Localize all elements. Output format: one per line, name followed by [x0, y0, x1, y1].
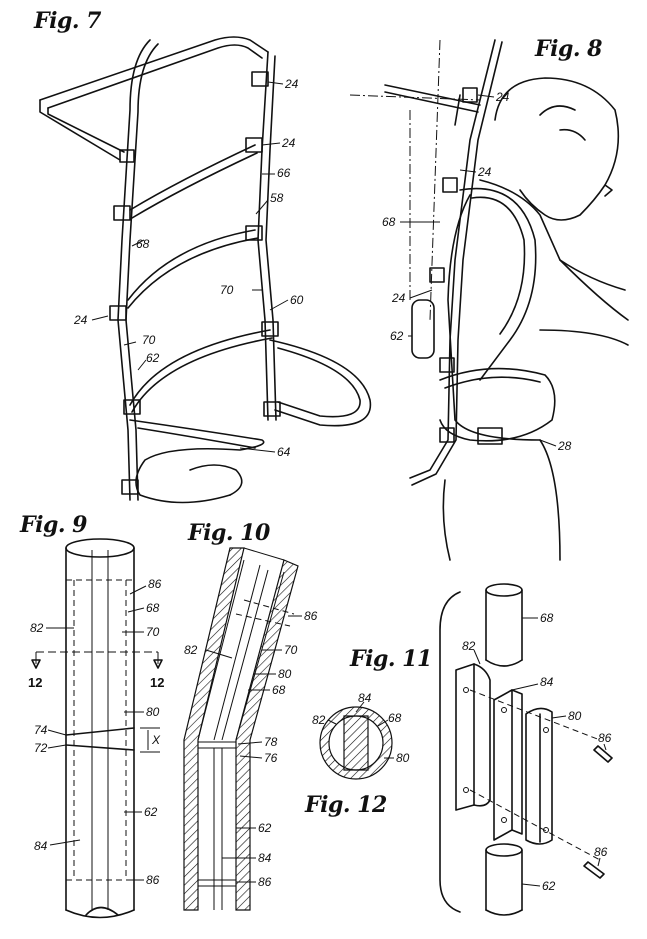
fig10-bent-tube-drawing: [183, 547, 302, 911]
fig9-ref: 84: [34, 839, 48, 853]
fig7-ref: 70: [220, 283, 234, 297]
fig9-ref: 62: [144, 805, 158, 819]
fig9-ref: 70: [146, 625, 160, 639]
fig7-ref: 58: [270, 191, 284, 205]
fig10-ref: 80: [278, 667, 292, 681]
fig7-frame-drawing: [39, 36, 372, 504]
fig7-ref: 24: [285, 77, 299, 91]
fig11-ref: 86: [594, 845, 608, 859]
fig8-title: Fig. 8: [535, 36, 603, 62]
fig10-ref: 68: [272, 683, 286, 697]
fig9-ref: 82: [30, 621, 44, 635]
fig12-ref: 80: [396, 751, 410, 765]
fig10-ref: 84: [258, 851, 272, 865]
fig11-ref: 68: [540, 611, 554, 625]
fig11-exploded-drawing: [439, 583, 613, 916]
fig12-ref: 68: [388, 711, 402, 725]
fig11-ref: 84: [540, 675, 554, 689]
fig9-ref: X: [152, 733, 161, 747]
fig7-ref: 68: [136, 237, 150, 251]
fig9-title: Fig. 9: [20, 512, 88, 538]
fig10-ref: 82: [184, 643, 198, 657]
fig9-ref: 74: [34, 723, 48, 737]
fig12-ref: 82: [312, 713, 326, 727]
fig10-title: Fig. 10: [188, 520, 270, 546]
fig7-ref: 62: [146, 351, 160, 365]
fig12-ref: 84: [358, 691, 372, 705]
fig9-ref: 86: [148, 577, 162, 591]
fig8-ref: 62: [390, 329, 404, 343]
fig11-ref: 86: [598, 731, 612, 745]
fig9-ref: 72: [34, 741, 48, 755]
fig9-section-label: 12: [28, 675, 43, 690]
fig8-ref: 28: [558, 439, 572, 453]
fig12-title: Fig. 12: [305, 792, 387, 818]
fig11-ref: 62: [542, 879, 556, 893]
fig7-title: Fig. 7: [34, 8, 102, 34]
fig7-ref: 60: [290, 293, 304, 307]
fig9-ref: 68: [146, 601, 160, 615]
fig11-ref: 80: [568, 709, 582, 723]
fig12-cross-section-drawing: [319, 701, 394, 780]
fig7-ref: 24: [74, 313, 88, 327]
fig7-ref: 64: [277, 445, 291, 459]
fig9-ref: 80: [146, 705, 160, 719]
fig7-ref: 24: [282, 136, 296, 150]
fig10-ref: 62: [258, 821, 272, 835]
fig10-ref: 76: [264, 751, 278, 765]
fig9-section-label: 12: [150, 675, 165, 690]
fig10-ref: 70: [284, 643, 298, 657]
fig11-ref: 82: [462, 639, 476, 653]
fig8-ref: 24: [478, 165, 492, 179]
fig9-ref: 86: [146, 873, 160, 887]
fig10-ref: 86: [304, 609, 318, 623]
fig11-title: Fig. 11: [350, 646, 432, 672]
fig9-tube-drawing: [31, 538, 163, 919]
fig8-ref: 24: [496, 90, 510, 104]
fig8-ref: 24: [392, 291, 406, 305]
fig7-ref: 70: [142, 333, 156, 347]
fig10-ref: 78: [264, 735, 278, 749]
fig8-person-drawing: [349, 39, 629, 561]
fig10-ref: 86: [258, 875, 272, 889]
fig7-ref: 66: [277, 166, 291, 180]
fig8-ref: 68: [382, 215, 396, 229]
